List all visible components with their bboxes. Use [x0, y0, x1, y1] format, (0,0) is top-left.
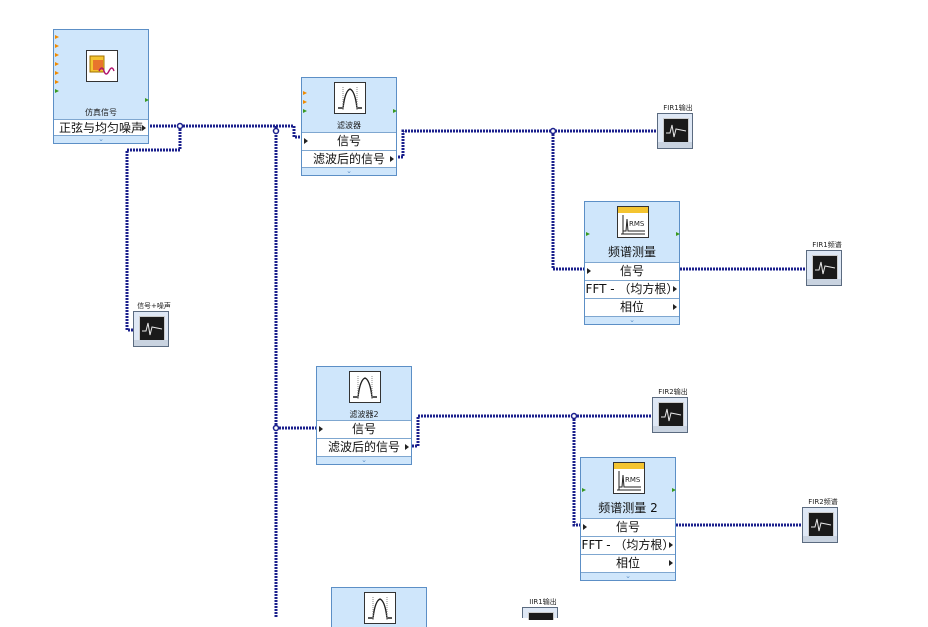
terminal-tick [55, 62, 59, 66]
terminal-tick [303, 91, 307, 95]
node-caption: 仿真信号 [85, 108, 117, 117]
expand-chevron-icon[interactable]: ⌄ [317, 456, 411, 464]
terminal-label: 滤波后的信号 [327, 440, 400, 454]
graph-label: IIR1输出 [529, 598, 557, 606]
output-terminal-phase[interactable]: 相位 [581, 554, 675, 572]
terminal-label: 正弦与均匀噪声 [58, 121, 143, 135]
simulate-signal-icon [86, 50, 118, 82]
output-arrow-icon [405, 444, 409, 450]
expand-chevron-icon[interactable]: ⌄ [585, 316, 679, 324]
output-terminal-fft-rms[interactable]: FFT - （均方根） [585, 280, 679, 298]
terminal-tick [582, 488, 586, 492]
terminal-label: 信号 [615, 520, 640, 534]
terminal-tick [55, 80, 59, 84]
waveform-graph-icon [806, 250, 842, 286]
output-arrow-icon [669, 560, 673, 566]
terminal-tick [55, 35, 59, 39]
output-arrow-icon [390, 156, 394, 162]
output-arrow-icon [142, 125, 146, 131]
graph-label: FIR1频谱 [812, 241, 842, 249]
graph-label: FIR2频谱 [808, 498, 838, 506]
spectral-measurement-node[interactable]: RMS 频谱测量 信号 FFT - （均方根） 相位 ⌄ [584, 201, 680, 325]
bandpass-filter-icon [364, 592, 396, 624]
input-terminal-signal[interactable]: 信号 [317, 420, 411, 438]
terminal-tick [303, 109, 307, 113]
expand-chevron-icon[interactable]: ⌄ [302, 167, 396, 175]
simulate-signal-node[interactable]: 仿真信号 正弦与均匀噪声 ⌄ [53, 29, 149, 144]
spectrum-rms-icon: RMS [617, 206, 649, 238]
output-arrow-icon [673, 286, 677, 292]
terminal-label: 相位 [615, 556, 640, 570]
input-terminal-signal[interactable]: 信号 [302, 132, 396, 150]
svg-text:RMS: RMS [625, 476, 641, 484]
terminal-label: FFT - （均方根） [581, 538, 675, 552]
output-arrow-icon [673, 304, 677, 310]
waveform-graph-icon [802, 507, 838, 543]
terminal-label: 滤波后的信号 [312, 152, 385, 166]
input-arrow-icon [587, 268, 591, 274]
input-arrow-icon [304, 138, 308, 144]
waveform-graph-icon [652, 397, 688, 433]
output-terminal-filtered-signal[interactable]: 滤波后的信号 [302, 150, 396, 168]
terminal-tick [393, 109, 397, 113]
expand-chevron-icon[interactable]: ⌄ [54, 135, 148, 143]
node-title: 频谱测量 [607, 245, 656, 259]
terminal-tick [55, 71, 59, 75]
terminal-label: 信号 [336, 134, 361, 148]
input-terminal-signal[interactable]: 信号 [585, 262, 679, 280]
terminal-tick [672, 488, 676, 492]
waveform-graph-icon [657, 113, 693, 149]
terminal-label: 信号 [351, 422, 376, 436]
terminal-tick [145, 98, 149, 102]
output-arrow-icon [669, 542, 673, 548]
input-terminal-signal[interactable]: 信号 [581, 518, 675, 536]
filter-node[interactable]: 滤波器 信号 滤波后的信号 ⌄ [301, 77, 397, 176]
filter3-node[interactable] [331, 587, 427, 627]
terminal-tick [55, 44, 59, 48]
waveform-graph-icon [522, 607, 558, 620]
node-caption: 滤波器2 [349, 410, 379, 419]
terminal-label: 相位 [619, 300, 644, 314]
spectrum-rms-icon: RMS [613, 462, 645, 494]
bandpass-filter-icon [334, 82, 366, 114]
output-terminal-phase[interactable]: 相位 [585, 298, 679, 316]
node-caption: 滤波器 [337, 121, 361, 130]
graph-label: 信号+噪声 [137, 302, 171, 310]
terminal-tick [55, 89, 59, 93]
bandpass-filter-icon [349, 371, 381, 403]
terminal-tick [55, 53, 59, 57]
terminal-tick [586, 232, 590, 236]
terminal-tick [676, 232, 680, 236]
terminal-tick [303, 100, 307, 104]
node-title: 频谱测量 2 [598, 501, 658, 515]
spectral-measurement-2-node[interactable]: RMS 频谱测量 2 信号 FFT - （均方根） 相位 ⌄ [580, 457, 676, 581]
graph-label: FIR1输出 [663, 104, 693, 112]
output-terminal-sine-noise[interactable]: 正弦与均匀噪声 [54, 119, 148, 137]
output-terminal-fft-rms[interactable]: FFT - （均方根） [581, 536, 675, 554]
filter2-node[interactable]: 滤波器2 信号 滤波后的信号 ⌄ [316, 366, 412, 465]
waveform-graph-icon [133, 311, 169, 347]
expand-chevron-icon[interactable]: ⌄ [581, 572, 675, 580]
output-terminal-filtered-signal[interactable]: 滤波后的信号 [317, 438, 411, 456]
graph-label: FIR2输出 [658, 388, 688, 396]
terminal-label: FFT - （均方根） [585, 282, 679, 296]
input-arrow-icon [319, 426, 323, 432]
svg-text:RMS: RMS [629, 220, 645, 228]
terminal-label: 信号 [619, 264, 644, 278]
input-arrow-icon [583, 524, 587, 530]
